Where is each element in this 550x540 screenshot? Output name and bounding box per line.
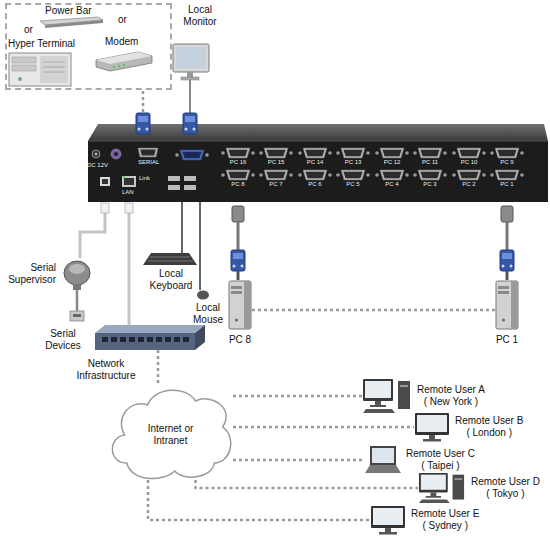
port-label: PC 1: [500, 181, 513, 188]
vga-plug: [136, 113, 150, 134]
port-label: PC 2: [462, 181, 475, 188]
device-label: Local Keyboard: [145, 268, 197, 291]
user-label: Remote User B: [455, 415, 523, 427]
desktop-computer-icon: [418, 472, 466, 504]
modem-icon: [96, 52, 152, 71]
power-bar-icon: [40, 17, 103, 28]
lan-cable: [125, 203, 133, 325]
user-label-group: Remote User D( Tokyo ): [471, 476, 540, 500]
port-label: PC 13: [345, 159, 362, 166]
user-label: Remote User E: [411, 508, 479, 520]
kvm-switch: [88, 124, 548, 202]
pc-label: PC 1: [496, 334, 518, 346]
serial-cable: [80, 203, 109, 258]
lcd-monitor-icon: [370, 505, 406, 535]
pc-node: PC 1: [495, 280, 519, 330]
port-label: PC 6: [308, 181, 321, 188]
user-label: ( London ): [455, 427, 523, 439]
mouse-icon: [197, 202, 209, 300]
network-hub-icon: [95, 325, 205, 350]
or-word: or: [24, 24, 33, 36]
pc-cable: [500, 206, 514, 280]
cloud-node: Internet or Intranet: [108, 385, 233, 480]
dashed-connection: [157, 350, 160, 385]
port-label: Link: [139, 175, 150, 182]
port-label: PC 9: [500, 159, 513, 166]
remote-user: Remote User D( Tokyo ): [418, 472, 466, 504]
device-label: Serial Supervisor: [2, 262, 56, 285]
cloud-text-group: Internet or Intranet: [134, 423, 208, 447]
port-label: PC 14: [307, 159, 324, 166]
dashed-connection: [233, 459, 365, 462]
device-name: Hyper Terminal: [8, 38, 75, 50]
dashed-connection: [252, 309, 495, 312]
user-label: Remote User C: [406, 448, 475, 460]
dashed-cable: [142, 91, 145, 113]
user-label-group: Remote User A( New York ): [417, 384, 485, 408]
cloud-label: Internet or Intranet: [134, 423, 208, 447]
network-label: Network Infrastructure: [72, 358, 140, 381]
pc-node: PC 8: [228, 280, 252, 330]
user-label: ( Tokyo ): [471, 488, 540, 500]
port-label: PC 12: [384, 159, 401, 166]
serial-supervisor-icon: [64, 261, 90, 321]
remote-user: Remote User B( London ): [414, 412, 450, 442]
user-label: ( Taipei ): [406, 460, 475, 472]
dashed-connection: [233, 426, 414, 429]
device-label: Local Monitor: [172, 4, 228, 27]
port-label: PC 11: [422, 159, 438, 166]
vga-plug: [183, 113, 197, 134]
dashed-connection: [233, 395, 362, 398]
port-label: PC 5: [346, 181, 359, 188]
remote-user: Remote User E( Sydney ): [370, 505, 406, 535]
port-label: PC 10: [461, 159, 478, 166]
user-label: ( New York ): [417, 396, 485, 408]
user-label: Remote User D: [471, 476, 540, 488]
desktop-computer-icon: [362, 378, 412, 414]
laptop-icon: [365, 445, 401, 475]
dashed-connection: [196, 480, 419, 488]
device-label: Local Mouse: [190, 302, 226, 325]
user-label-group: Remote User B( London ): [455, 415, 523, 439]
device-option-box: Power Bar or orHyper Terminal Modem: [5, 3, 172, 90]
monitor-cable: [189, 80, 191, 113]
user-label-group: Remote User C( Taipei ): [406, 448, 475, 472]
or-word: or: [118, 14, 127, 26]
port-label: PC 15: [268, 159, 285, 166]
user-label: Remote User A: [417, 384, 485, 396]
port-label: DC 12V: [87, 162, 108, 169]
hyper-terminal-icon: [9, 53, 71, 86]
port-label: PC 3: [423, 181, 436, 188]
port-label: PC 7: [269, 181, 282, 188]
pc-tower-icon: [228, 280, 252, 330]
remote-user: Remote User C( Taipei ): [365, 445, 401, 475]
local-monitor-icon: [173, 44, 209, 80]
user-label: ( Sydney ): [411, 520, 479, 532]
remote-user: Remote User A( New York ): [362, 378, 412, 414]
port-label: PC 16: [230, 159, 247, 166]
port-label: LAN: [122, 189, 134, 196]
keyboard-icon: [143, 202, 197, 265]
port-label: PC 4: [385, 181, 398, 188]
lcd-monitor-icon: [414, 412, 450, 442]
dashed-connection: [148, 480, 370, 520]
device-label: Serial Devices: [38, 328, 88, 351]
network-node: Network Infrastructure: [95, 325, 205, 350]
pc-label: PC 8: [229, 334, 251, 346]
device-name: Power Bar: [45, 5, 92, 17]
pc-tower-icon: [495, 280, 519, 330]
port-label: PC 8: [231, 181, 244, 188]
port-label: SERIAL: [138, 159, 159, 166]
pc-cable: [231, 206, 245, 280]
user-label-group: Remote User E( Sydney ): [411, 508, 479, 532]
device-name: Modem: [105, 36, 138, 48]
